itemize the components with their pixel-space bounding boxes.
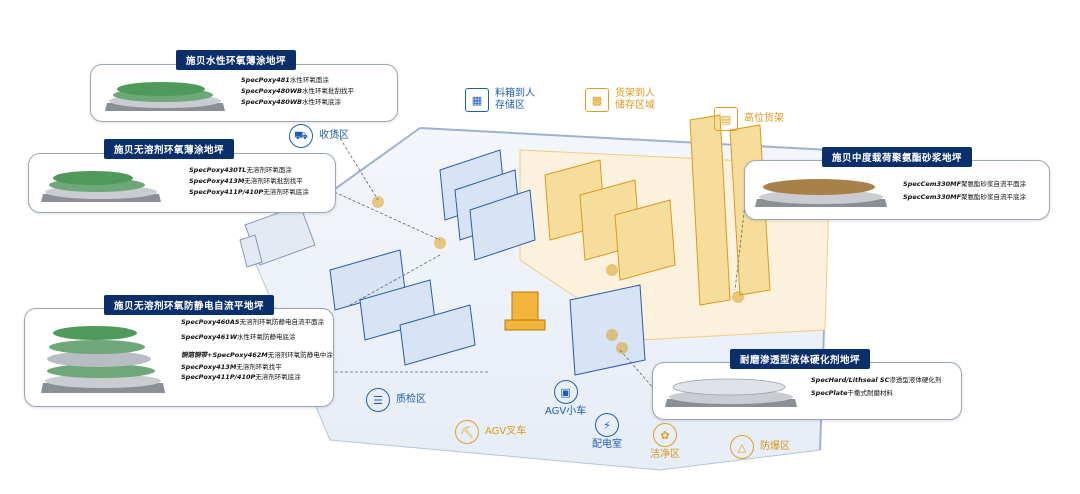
layer-label: SpecPoxy460AS无溶剂环氧防静电自流平面涂 [181,318,325,326]
layer-stack-icon [755,179,887,207]
card-waterborne-epoxy: SpecPoxy481水性环氧面涂 SpecPoxy480WB水性环氧批刮找平 … [90,64,398,122]
zone-label: 防爆区 [760,441,790,452]
gold-racks [544,114,771,306]
layer-stack-icon [105,82,225,111]
card-title: 施贝无溶剂环氧薄涂地坪 [104,139,235,159]
zone-label: AGV叉车 [485,426,527,437]
zone-clean: ✿ 洁净区 [650,423,680,461]
layer-label: SpecPoxy480WB水性环氧批刮找平 [241,87,354,95]
layer-stack-icon [41,326,165,393]
layer-label: SpecPoxy413M无溶剂环氧批刮找平 [189,177,303,185]
card-title: 施贝水性环氧薄涂地坪 [176,50,297,70]
layer-stack-icon [41,171,161,202]
card-liquid-hardener: SpecHard/Lithseal SC渗透型液体硬化剂 SpecPlate干撒… [652,362,962,420]
cart-icon: ▣ [553,380,578,404]
zone-inspection: ☰ 质检区 [366,388,426,412]
rack-icon: ▤ [714,107,738,131]
blue-racks [329,149,646,376]
zone-label: 洁净区 [650,449,680,460]
layer-label: SpecCem330MF聚氨酯砂浆自流平面涂 [903,180,1027,188]
bin-icon: ▦ [465,88,489,112]
zone-agv-cart: ▣ AGV小车 [545,380,586,418]
zone-agv-forklift: ⛏ AGV叉车 [455,420,526,444]
fire-icon: △ [730,435,754,459]
lightning-icon: ⚡ [595,413,619,437]
layer-label: SpecPlate干撒式耐磨材料 [811,389,893,397]
zone-label: 收货区 [319,130,349,141]
layer-label: SpecPoxy413M无溶剂环氧找平 [181,363,282,371]
truck-icon: ⛟ [289,124,313,148]
layer-stack-icon [665,378,797,407]
layer-label: SpecCem330MF聚氨酯砂浆自流平底涂 [903,193,1027,201]
zone-label: AGV小车 [545,406,587,417]
zone-label: 货架到人 储存区域 [615,88,655,111]
card-title: 施贝中度载荷聚氨酯砂浆地坪 [822,147,973,167]
layer-label: 铜箔铜带+SpecPoxy462M无溶剂环氧防静电中涂 [181,351,333,359]
layer-label: SpecPoxy411P/410P无溶剂环氧底涂 [181,373,301,381]
clipboard-icon: ☰ [366,388,390,412]
zone-shelf-storage: ▩ 货架到人 储存区域 [585,88,655,112]
clean-icon: ✿ [653,423,677,447]
zone-receiving: ⛟ 收货区 [289,124,349,148]
zone-explosion-proof: △ 防爆区 [730,435,790,459]
card-antistatic-epoxy: SpecPoxy460AS无溶剂环氧防静电自流平面涂 SpecPoxy461W水… [24,308,334,407]
forklift-icon: ⛏ [455,420,479,444]
layer-label: SpecPoxy481水性环氧面涂 [241,76,329,84]
zone-high-rack: ▤ 高位货架 [714,107,784,131]
zone-label: 料箱到人 存储区 [495,88,535,111]
zone-label: 配电室 [592,439,622,450]
leader-lines [329,129,746,391]
agv-forklift [504,291,546,331]
zone-label: 高位货架 [744,113,784,124]
layer-label: SpecPoxy430TL无溶剂环氧面涂 [189,166,292,174]
layer-label: SpecPoxy461W水性环氧防静电底涂 [181,333,296,341]
zone-power-room: ⚡ 配电室 [592,413,622,451]
zone-label: 质检区 [396,394,426,405]
card-title: 耐磨渗透型液体硬化剂地坪 [730,349,871,369]
layer-label: SpecPoxy411P/410P无溶剂环氧底涂 [189,188,309,196]
card-solvent-free-epoxy: SpecPoxy430TL无溶剂环氧面涂 SpecPoxy413M无溶剂环氧批刮… [28,153,336,213]
zone-bin-storage: ▦ 料箱到人 存储区 [465,88,535,112]
layer-label: SpecHard/Lithseal SC渗透型液体硬化剂 [811,376,942,384]
zone-markers [372,196,744,354]
card-polyurethane-mortar: SpecCem330MF聚氨酯砂浆自流平面涂 SpecCem330MF聚氨酯砂浆… [744,160,1050,220]
card-title: 施贝无溶剂环氧防静电自流平地坪 [104,295,275,315]
layer-label: SpecPoxy480WB水性环氧底涂 [241,98,341,106]
shelf-icon: ▩ [585,88,609,112]
